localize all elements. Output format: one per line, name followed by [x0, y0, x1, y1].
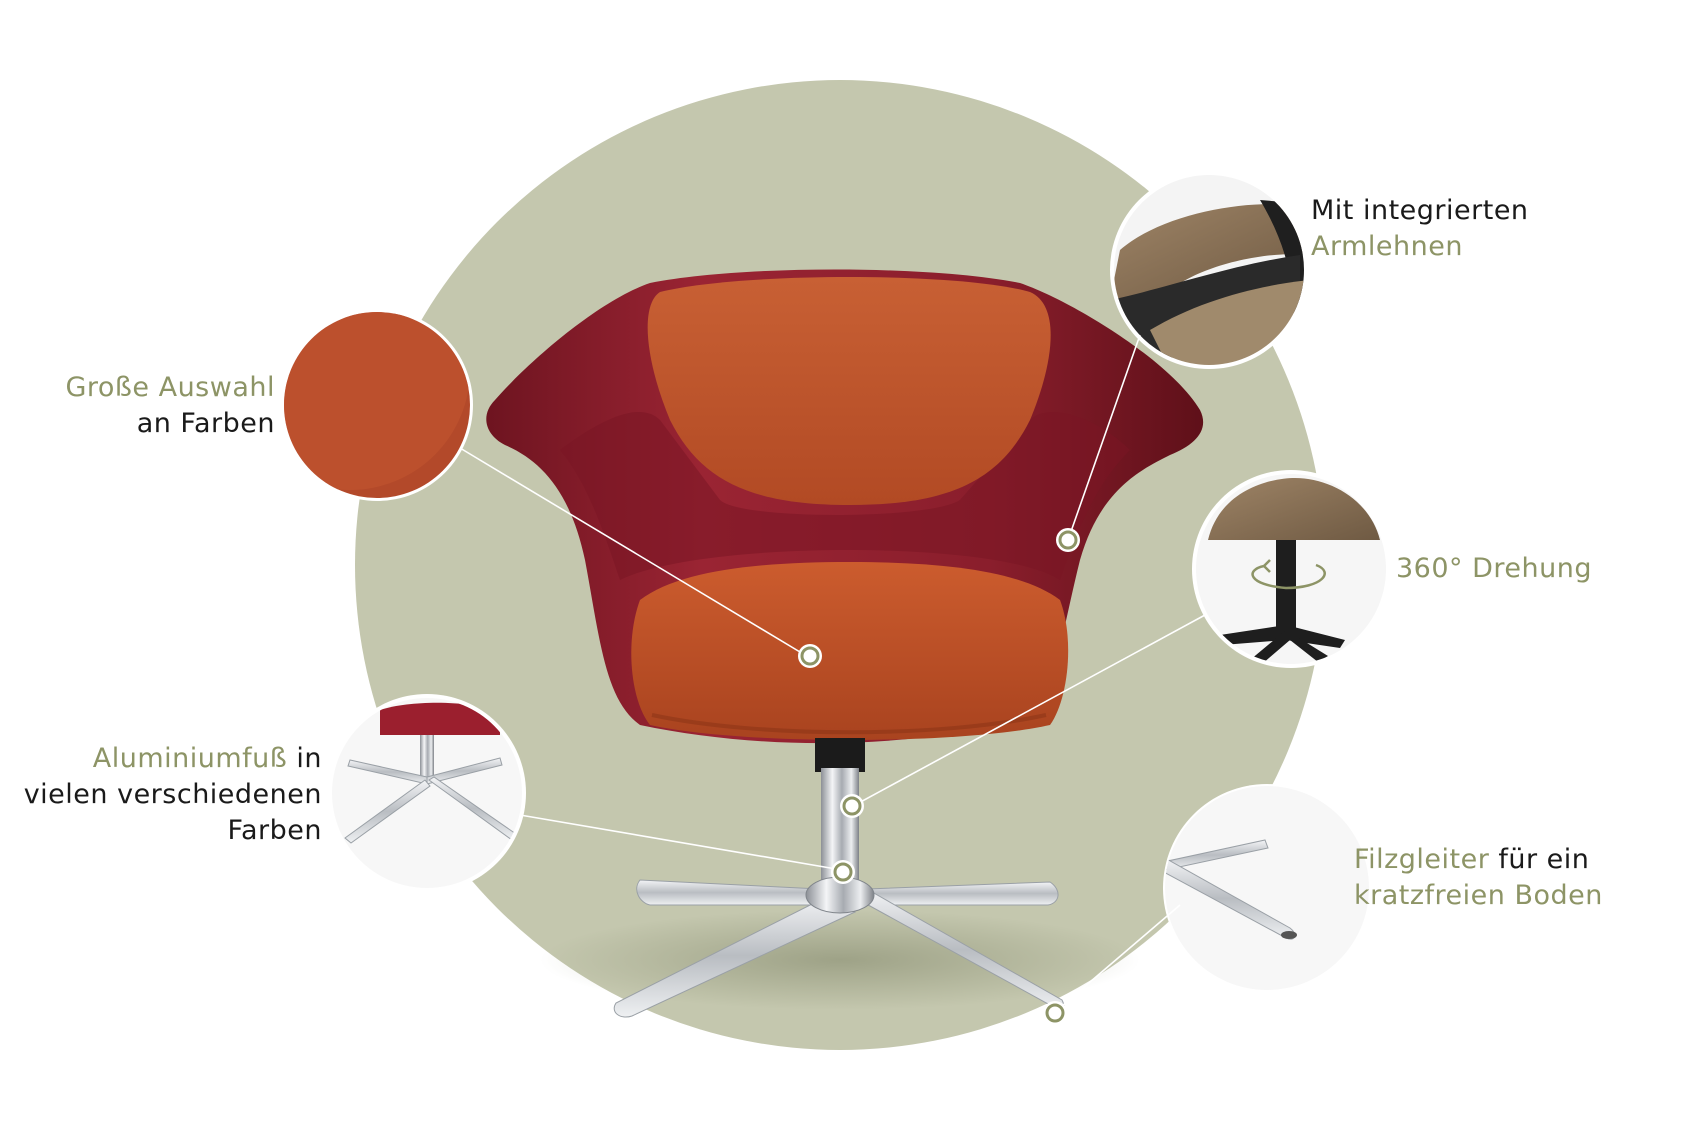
back-cushion — [647, 277, 1051, 505]
caption-base: Aluminiumfuß in vielen verschiedenen Far… — [10, 741, 322, 849]
caption-colors: Große Auswahl an Farben — [30, 370, 275, 442]
caption-armrests-accent: Armlehnen — [1311, 231, 1463, 262]
chair — [486, 269, 1204, 1018]
caption-rotation-accent: 360° Drehung — [1396, 553, 1593, 584]
caption-colors-text: an Farben — [136, 408, 275, 439]
aluminium-base — [613, 876, 1065, 1018]
caption-glides: Filzgleiter für ein kratzfreien Boden — [1354, 842, 1603, 914]
caption-glides-accent: Filzgleiter — [1354, 844, 1490, 875]
caption-armrests: Mit integrierten Armlehnen — [1311, 193, 1529, 265]
caption-armrests-text: Mit integrierten — [1311, 195, 1529, 226]
hotspot-marker-icon[interactable] — [1043, 1001, 1067, 1025]
hotspot-marker-icon[interactable] — [1056, 528, 1080, 552]
glide-detail — [1163, 784, 1371, 992]
caption-glides-text: für ein — [1489, 844, 1590, 875]
caption-rotation: 360° Drehung — [1396, 551, 1592, 587]
fabric-swatch-detail — [281, 309, 473, 501]
caption-base-text-1: in — [287, 743, 322, 774]
caption-base-text-3: Farben — [227, 815, 322, 846]
caption-glides-accent-2: kratzfreien Boden — [1354, 880, 1603, 911]
hotspot-marker-icon[interactable] — [798, 644, 822, 668]
rotation-arrow-icon — [1251, 559, 1326, 590]
caption-base-text-2: vielen verschiedenen — [23, 779, 322, 810]
caption-colors-accent: Große Auswahl — [65, 372, 275, 403]
column-collar — [815, 738, 865, 772]
base-detail — [328, 694, 526, 892]
hotspot-markers — [798, 528, 1080, 1025]
caption-base-accent: Aluminiumfuß — [92, 743, 288, 774]
seat-cushion — [631, 562, 1069, 740]
hotspot-marker-icon[interactable] — [831, 860, 855, 884]
swivel-detail — [1192, 470, 1390, 668]
armrest-detail — [1110, 171, 1308, 369]
hotspot-marker-icon[interactable] — [840, 794, 864, 818]
leader-lines — [459, 334, 1206, 1013]
